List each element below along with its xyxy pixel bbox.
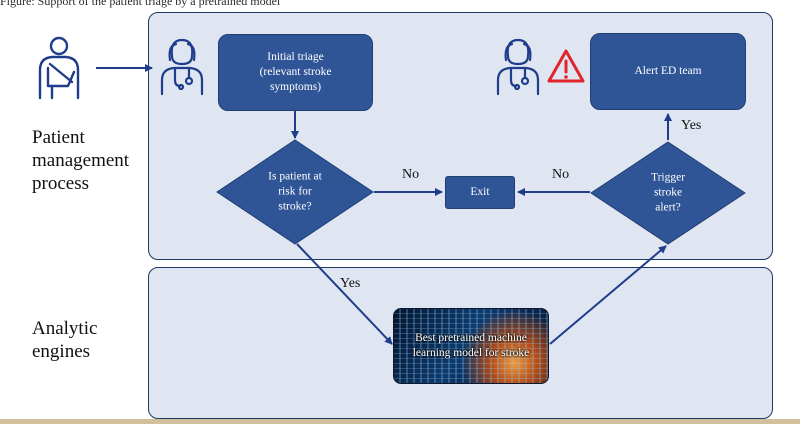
bottom-band bbox=[0, 419, 800, 424]
alert-ed-team-node: Alert ED team bbox=[590, 33, 746, 110]
arrow-yes-to-model bbox=[296, 243, 393, 345]
patient-management-label: Patient management process bbox=[32, 127, 130, 194]
at-risk-decision: Is patient at risk for stroke? bbox=[216, 139, 374, 245]
edge-label-no-left: No bbox=[402, 167, 420, 182]
figure-caption: Figure: Support of the patient triage by… bbox=[0, 0, 281, 8]
arrow-model-to-trigger bbox=[549, 245, 667, 345]
edge-label-yes-up: Yes bbox=[681, 118, 702, 133]
exit-node: Exit bbox=[445, 176, 515, 209]
edge-label-yes-down: Yes bbox=[340, 276, 361, 291]
ml-model-node: Best pretrained machine learning model f… bbox=[393, 308, 549, 384]
clinician-icon bbox=[496, 38, 540, 96]
initial-triage-node: Initial triage (relevant stroke symptoms… bbox=[218, 34, 373, 111]
patient-arm-sling-icon bbox=[38, 36, 80, 100]
edge-label-no-right: No bbox=[552, 167, 570, 182]
clinician-icon bbox=[160, 38, 204, 96]
analytic-engines-label: Analytic engines bbox=[32, 318, 98, 362]
trigger-alert-decision: Trigger stroke alert? bbox=[590, 141, 746, 245]
warning-triangle-icon bbox=[547, 49, 585, 83]
